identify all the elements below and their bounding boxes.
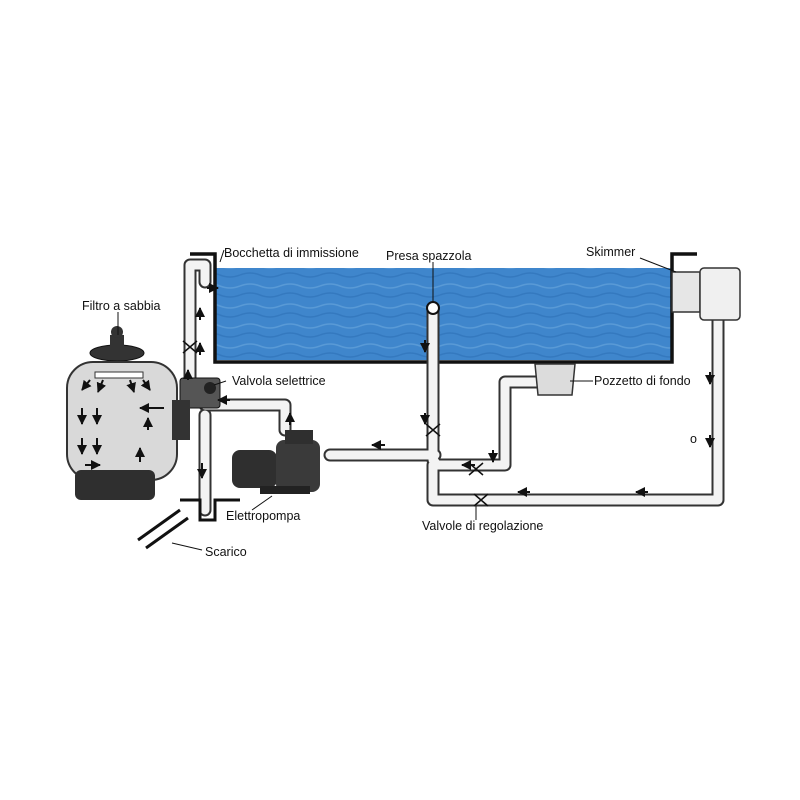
label-pump: Elettropompa: [226, 509, 301, 523]
inlet-valve: [182, 340, 198, 354]
filter-tank: [66, 361, 178, 481]
label-inlet: Bocchetta di immissione: [224, 246, 359, 260]
vacuum-port: [426, 301, 440, 315]
label-sand-filter: Filtro a sabbia: [82, 299, 161, 313]
pipes: [183, 258, 725, 517]
label-drain: Scarico: [205, 545, 247, 559]
label-skimmer: Skimmer: [586, 245, 636, 259]
label-vacuum: Presa spazzola: [386, 249, 472, 263]
pool: [190, 252, 697, 364]
filter-base: [75, 470, 155, 500]
pump: [232, 430, 320, 494]
skimmer-valve: [473, 493, 489, 507]
label-regulation-valves: Valvole di regolazione: [422, 519, 544, 533]
valves: [182, 340, 489, 507]
skimmer: [671, 267, 741, 321]
selector-valve: [172, 377, 221, 440]
pump-motor: [232, 450, 277, 488]
leader-lines: [117, 249, 677, 551]
label-main-drain: Pozzetto di fondo: [594, 374, 691, 388]
pool-wall: [190, 252, 697, 364]
flow-arrows: [183, 283, 715, 497]
pool-water: [216, 268, 671, 360]
sand-filter: [66, 326, 178, 500]
label-selector-valve: Valvola selettrice: [232, 374, 326, 388]
main-drain: [534, 363, 576, 396]
vacuum-valve: [425, 423, 441, 437]
drain-outlet: [137, 498, 240, 550]
label-or: o: [690, 432, 697, 446]
